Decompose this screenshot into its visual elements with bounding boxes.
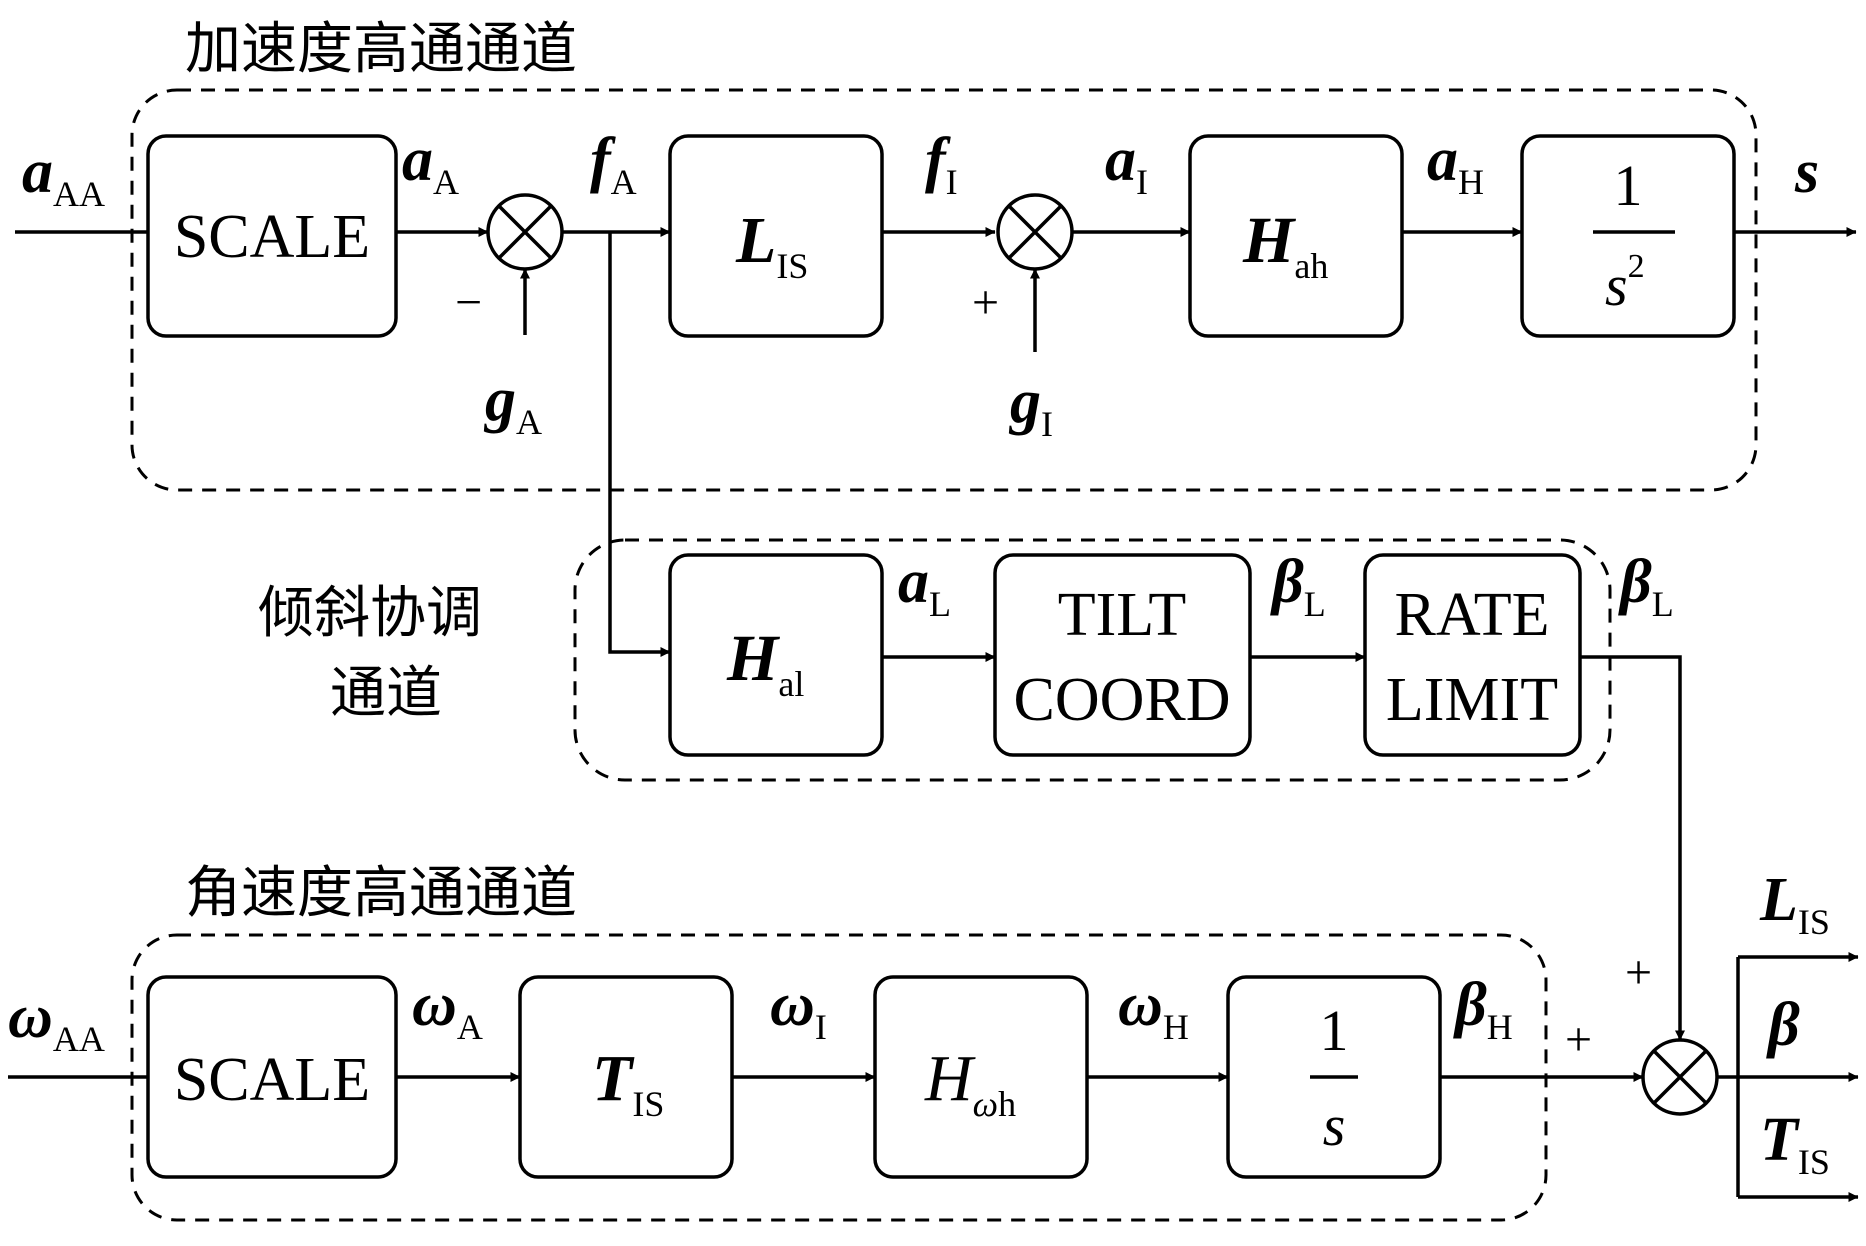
l-is-label: LIS xyxy=(735,204,808,286)
l-is-block xyxy=(668,134,884,338)
signal-w-i: ωI xyxy=(770,971,827,1047)
accel-channel-title: 加速度高通通道 xyxy=(185,17,577,82)
signal-beta-l-1: βL xyxy=(1270,548,1326,624)
double-integrator-numerator: 1 xyxy=(1614,153,1643,218)
signal-g-a: gA xyxy=(483,366,542,442)
signal-beta-l-2: βL xyxy=(1618,548,1674,624)
sign-plus-g-i: + xyxy=(972,276,999,329)
tilt-coord-label-2: COORD xyxy=(1013,666,1230,734)
accel-channel-group xyxy=(130,88,1758,492)
signal-a-h: aH xyxy=(1427,126,1484,202)
signal-w-h: ωH xyxy=(1118,971,1189,1047)
h-wh-block xyxy=(873,975,1089,1179)
signal-out-l-is: LIS xyxy=(1759,866,1830,942)
signal-f-a: fA xyxy=(590,126,637,202)
tilt-coord-block xyxy=(993,553,1252,757)
signal-out-beta: β xyxy=(1766,991,1800,1059)
integrator-numerator: 1 xyxy=(1320,998,1349,1063)
signal-a-aa: aAA xyxy=(22,138,105,214)
double-integrator-block xyxy=(1520,134,1736,338)
tilt-channel-title-line2: 通道 xyxy=(330,661,442,726)
signal-g-i: gI xyxy=(1008,368,1053,444)
rate-limit-label-2: LIMIT xyxy=(1386,666,1558,734)
signal-w-aa: ωAA xyxy=(8,983,105,1059)
signal-beta-h: βH xyxy=(1453,971,1513,1047)
tilt-channel-group xyxy=(573,538,1612,782)
rate-limit-label-1: RATE xyxy=(1395,581,1550,649)
sign-minus-g-a: − xyxy=(455,276,482,329)
h-al-block xyxy=(668,553,884,757)
angular-channel-title: 角速度高通通道 xyxy=(185,861,577,926)
scale-label-bottom: SCALE xyxy=(174,1046,370,1114)
double-integrator-denominator: s2 xyxy=(1605,248,1645,318)
scale-label-top: SCALE xyxy=(174,203,370,271)
scale-block-top xyxy=(146,134,398,338)
h-wh-label: Hωh xyxy=(924,1042,1016,1124)
integrator-denominator: s xyxy=(1323,1093,1346,1158)
summing-junction-2 xyxy=(996,193,1074,271)
signal-a-a: aA xyxy=(402,126,459,202)
summing-junction-3 xyxy=(1641,1038,1719,1116)
signal-s-out: s xyxy=(1794,138,1819,206)
signal-w-a: ωA xyxy=(412,971,483,1047)
connector-f-a-branch xyxy=(608,232,671,657)
h-ah-label: Hah xyxy=(1242,204,1328,286)
tilt-coord-label-1: TILT xyxy=(1058,581,1187,649)
sign-plus-beta-h: + xyxy=(1565,1013,1592,1066)
rate-limit-block xyxy=(1363,553,1582,757)
sign-plus-beta-l: + xyxy=(1625,946,1652,999)
summing-junction-1 xyxy=(486,193,564,271)
connector-beta-l-out xyxy=(1580,655,1685,1041)
h-al-label: Hal xyxy=(726,622,804,704)
t-is-label: TIS xyxy=(592,1042,664,1124)
signal-a-i: aI xyxy=(1105,126,1148,202)
tilt-channel-title-line1: 倾斜协调 xyxy=(258,581,482,646)
signal-out-t-is: TIS xyxy=(1760,1106,1830,1182)
h-ah-block xyxy=(1188,134,1404,338)
signal-f-i: fI xyxy=(925,126,958,202)
signal-a-l: aL xyxy=(898,548,951,624)
